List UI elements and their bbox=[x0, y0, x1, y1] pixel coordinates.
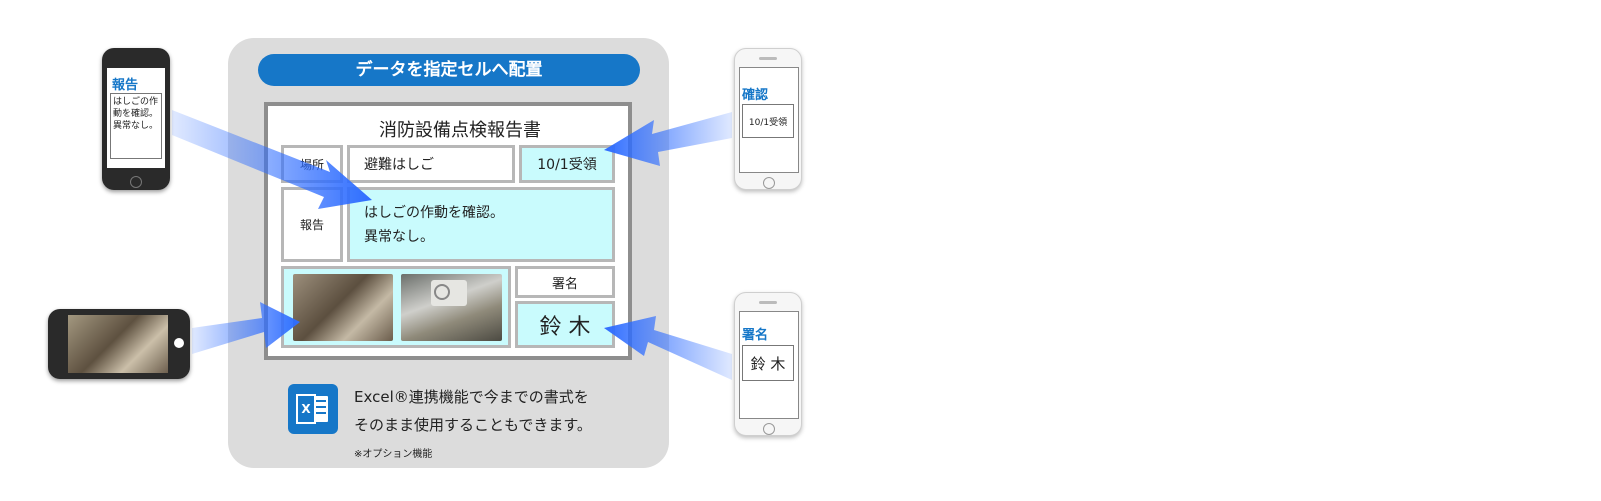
report-line-1: はしごの作動を確認。 bbox=[364, 204, 504, 221]
signature-phone-label: 署名 bbox=[742, 328, 769, 343]
signature-phone-value: 鈴 木 bbox=[750, 354, 786, 373]
excel-line-2: そのまま使用することもできます。 bbox=[354, 416, 592, 434]
arrow-confirm-to-received bbox=[604, 112, 732, 166]
sheet-title: 消防設備点検報告書 bbox=[379, 120, 541, 141]
report-phone-box: はしごの作 動を確認。 異常なし。 bbox=[110, 93, 162, 159]
arrow-signature-to-cell bbox=[604, 316, 732, 380]
report-line-2: 異常なし。 bbox=[364, 228, 434, 245]
signature-label-cell: 署名 bbox=[515, 266, 615, 298]
confirm-phone-box: 10/1受領 bbox=[742, 104, 794, 138]
unit-photo bbox=[401, 274, 502, 341]
excel-letter: X bbox=[296, 394, 316, 424]
confirm-phone-value: 10/1受領 bbox=[748, 117, 788, 128]
received-value: 10/1受領 bbox=[537, 157, 597, 173]
report-value-cell: はしごの作動を確認。 異常なし。 bbox=[347, 187, 615, 262]
signature-phone-box: 鈴 木 bbox=[742, 345, 794, 381]
camera-phone-screen bbox=[68, 315, 168, 373]
signature-value-cell: 鈴 木 bbox=[515, 301, 615, 348]
report-phone-label: 報告 bbox=[112, 78, 139, 93]
report-phone-line-2: 動を確認。 bbox=[113, 109, 159, 119]
arrow-report-to-sheet bbox=[172, 110, 372, 209]
confirm-phone-label: 確認 bbox=[742, 88, 769, 103]
report-label: 報告 bbox=[299, 218, 324, 232]
excel-icon: X bbox=[288, 384, 338, 434]
report-phone-line-3: 異常なし。 bbox=[113, 121, 159, 131]
received-cell: 10/1受領 bbox=[519, 145, 615, 183]
report-phone-line-1: はしごの作 bbox=[113, 97, 159, 107]
title-banner: データを指定セルへ配置 bbox=[258, 54, 640, 86]
location-value-cell: 避難はしご bbox=[347, 145, 515, 183]
camera-phone bbox=[48, 309, 190, 379]
signature-label: 署名 bbox=[551, 276, 578, 292]
ladder-photo bbox=[293, 274, 393, 341]
arrow-camera-to-photos bbox=[192, 302, 300, 354]
excel-line-1: Excel®連携機能で今までの書式を bbox=[354, 388, 589, 406]
signature-value: 鈴 木 bbox=[539, 314, 591, 340]
option-note: ※オプション機能 bbox=[354, 449, 433, 460]
location-value: 避難はしご bbox=[364, 157, 434, 173]
